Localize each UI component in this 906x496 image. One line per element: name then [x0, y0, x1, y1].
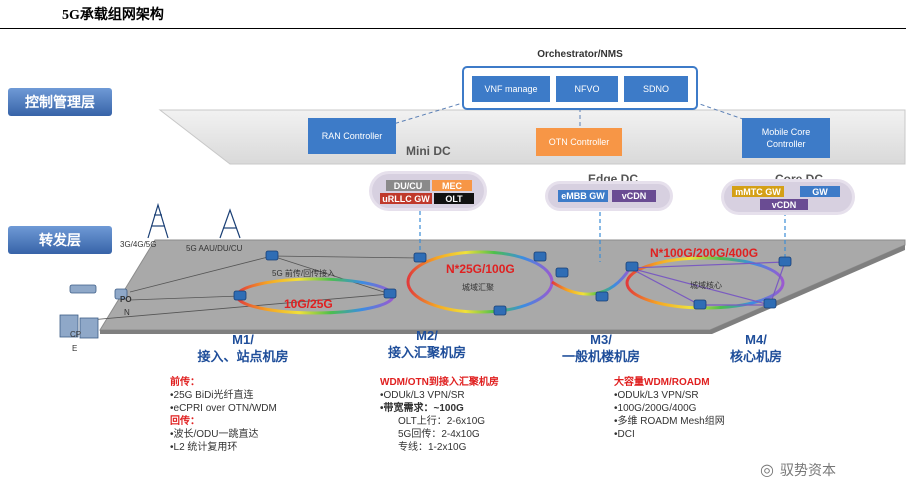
location-m4: M4/ 核心机房: [706, 331, 806, 365]
core-gw-chip: GW: [800, 186, 840, 197]
orchestrator-label: Orchestrator/NMS: [537, 49, 623, 60]
location-m2: M2/ 接入汇聚机房: [372, 327, 482, 361]
mini-dc-label: Mini DC: [406, 144, 451, 158]
title-rule: [0, 28, 906, 29]
notes-m1-line: •eCPRI over OTN/WDM: [170, 403, 277, 414]
onu-label: PO: [120, 295, 132, 304]
backhaul-heading: 回传：: [170, 416, 200, 427]
otn-controller-box: OTN Controller: [536, 128, 622, 156]
aau-label: 5G AAU/DU/CU: [186, 244, 243, 253]
notes-m3-line: •ODUk/L3 VPN/SR: [614, 390, 699, 401]
watermark: ◎ 驭势资本: [760, 460, 836, 480]
notes-m3-line: •100G/200G/400G: [614, 403, 697, 414]
notes-m2-line: OLT上行：2-6x10G: [398, 416, 486, 427]
figure-title: 5G承载组网架构: [62, 8, 164, 23]
core-ring-label: N*100G/200G/400G: [650, 246, 759, 260]
du-cu-chip: DU/CU: [386, 180, 430, 191]
aggregation-arc-link: [551, 267, 632, 296]
notes-m3: 大容量WDM/ROADM •ODUk/L3 VPN/SR •100G/200G/…: [614, 376, 814, 441]
mec-chip: MEC: [432, 180, 472, 191]
wechat-icon: ◎: [760, 462, 774, 479]
cpe-icons: [59, 284, 128, 339]
location-m1-code: M1/: [232, 332, 254, 347]
location-m1: M1/ 接入、站点机房: [188, 331, 298, 365]
core-sub-label: 城域核心: [690, 281, 722, 290]
ran-controller-box: RAN Controller: [308, 118, 396, 154]
notes-m2-line: •带宽需求：~100G: [380, 403, 464, 414]
notes-m3-heading: 大容量WDM/ROADM: [614, 377, 710, 388]
control-layer-tag: 控制管理层: [8, 88, 112, 116]
notes-m2: WDM/OTN到接入汇聚机房 •ODUk/L3 VPN/SR •带宽需求：~10…: [380, 376, 570, 454]
notes-m3-line: •DCI: [614, 429, 635, 440]
access-ring-label: 10G/25G: [284, 297, 333, 311]
location-m2-code: M2/: [416, 328, 438, 343]
location-m3-name: 一般机楼机房: [561, 349, 640, 364]
access-lines: [89, 255, 421, 321]
notes-m2-line: 专线：1-2x10G: [398, 442, 467, 453]
urllc-gw-chip: uRLLC GW: [380, 193, 432, 204]
embb-gw-chip: eMBB GW: [558, 190, 608, 202]
notes-m2-line: •ODUk/L3 VPN/SR: [380, 390, 465, 401]
olt-chip: OLT: [434, 193, 474, 204]
dc-vertical-links: [419, 204, 786, 262]
router-nodes: [233, 250, 792, 316]
edge-dc-label: Edge DC: [588, 172, 639, 186]
nfvo-box: NFVO: [556, 76, 618, 102]
location-m4-name: 核心机房: [729, 349, 782, 364]
notes-m1-line: •波长/ODU一跳直达: [170, 429, 259, 440]
notes-m1-line: •25G BiDi光纤直连: [170, 390, 254, 401]
location-m1-name: 接入、站点机房: [197, 349, 289, 364]
fronthaul-heading: 前传：: [170, 377, 200, 388]
forwarding-layer-tag: 转发层: [8, 226, 112, 254]
tower-icons: [147, 202, 241, 239]
sdno-box: SDNO: [624, 76, 688, 102]
aggregation-ring-label: N*25G/100G: [446, 262, 515, 276]
notes-m2-heading: WDM/OTN到接入汇聚机房: [380, 377, 499, 388]
fronthaul-label: 5G 前传/回传接入: [272, 269, 336, 278]
notes-m2-line: 5G回传：2-4x10G: [398, 429, 480, 440]
core-vcdn-chip: vCDN: [760, 199, 808, 210]
cpe-label-bottom: E: [72, 344, 78, 353]
watermark-text: 驭势资本: [779, 462, 836, 478]
notes-m3-line: •多维 ROADM Mesh组网: [614, 416, 725, 427]
mmtc-gw-chip: mMTC GW: [732, 186, 784, 197]
core-controller-box: Mobile Core Controller: [742, 118, 830, 158]
location-m4-code: M4/: [745, 332, 767, 347]
notes-m1: 前传： •25G BiDi光纤直连 •eCPRI over OTN/WDM 回传…: [170, 376, 350, 454]
location-m3-code: M3/: [590, 332, 612, 347]
notes-m1-line: •L2 统计复用环: [170, 442, 238, 453]
cpe-label-top: CP: [70, 330, 82, 339]
tower-label: 3G/4G/5G: [120, 240, 157, 249]
n-label: N: [124, 308, 130, 317]
location-m3: M3/ 一般机楼机房: [546, 331, 656, 365]
edge-vcdn-chip: vCDN: [612, 190, 656, 202]
aggregation-sub-label: 城域汇聚: [462, 283, 494, 292]
location-m2-name: 接入汇聚机房: [387, 345, 466, 360]
vnf-manage-box: VNF manage: [472, 76, 550, 102]
